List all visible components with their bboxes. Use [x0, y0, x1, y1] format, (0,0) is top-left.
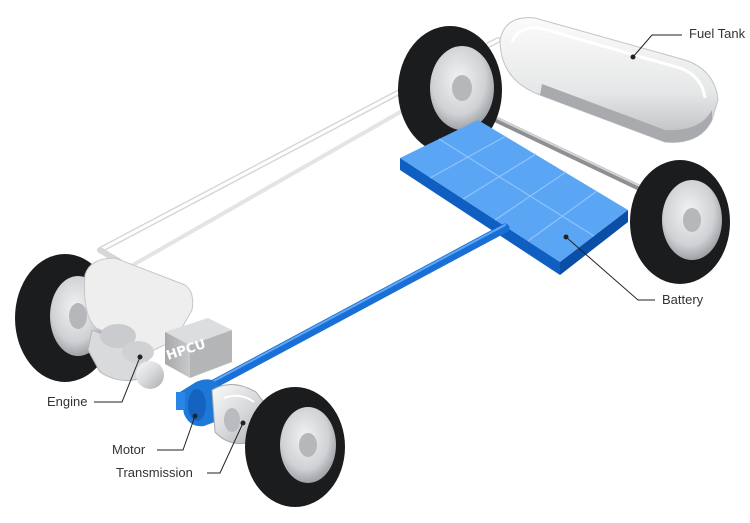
label-motor: Motor: [112, 442, 146, 457]
label-fuel-tank: Fuel Tank: [689, 26, 746, 41]
label-transmission: Transmission: [116, 465, 193, 480]
leader-battery: [565, 236, 655, 301]
leader-fuel-tank: [632, 34, 682, 58]
rear-right-wheel: [630, 160, 730, 284]
engine-block: [84, 257, 194, 389]
callout-leaders: [94, 34, 682, 474]
drive-shaft: [207, 223, 510, 390]
label-battery: Battery: [662, 292, 704, 307]
hpcu-unit: HPCU: [165, 318, 232, 378]
leader-engine: [94, 356, 141, 403]
leader-transmission: [207, 422, 244, 474]
battery-pack: [400, 120, 628, 275]
label-engine: Engine: [47, 394, 88, 409]
front-right-wheel: [245, 387, 345, 507]
fuel-tank: [499, 17, 719, 143]
leader-motor: [157, 415, 196, 451]
